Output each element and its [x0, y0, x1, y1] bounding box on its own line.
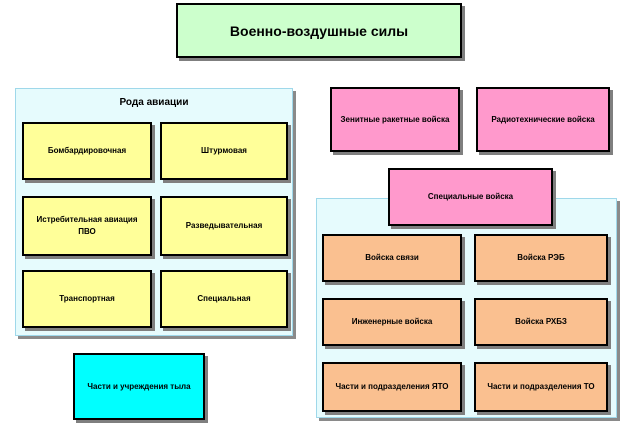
- rear-units-box: Части и учреждения тыла: [73, 353, 205, 420]
- aviation-item-label: Истребительная авиация ПВО: [36, 215, 138, 236]
- aviation-item-special: Специальная: [160, 270, 288, 328]
- aviation-item-transport: Транспортная: [22, 270, 152, 328]
- aviation-item-label: Разведывательная: [185, 221, 263, 230]
- radiotech-troops-label: Радиотехнические войска: [491, 114, 595, 124]
- radiotech-troops-box: Радиотехнические войска: [476, 87, 610, 152]
- special-item-label: Войска РХБЗ: [515, 317, 567, 326]
- title-box: Военно-воздушные силы: [176, 3, 462, 58]
- rocket-troops-label: Зенитные ракетные войска: [340, 114, 450, 124]
- aviation-item-fighter: Истребительная авиация ПВО: [22, 196, 152, 256]
- aviation-item-label: Специальная: [197, 294, 251, 303]
- special-item-nbc: Войска РХБЗ: [474, 298, 608, 346]
- rocket-troops-box: Зенитные ракетные войска: [330, 87, 460, 152]
- aviation-item-label: Штурмовая: [201, 146, 247, 155]
- special-item-engineer: Инженерные войска: [322, 298, 462, 346]
- aviation-heading: Рода авиации: [119, 97, 189, 108]
- special-item-signal: Войска связи: [322, 234, 462, 282]
- title-label: Военно-воздушные силы: [229, 22, 409, 39]
- special-item-label: Войска РЭБ: [517, 253, 565, 262]
- aviation-item-label: Бомбардировочная: [47, 146, 127, 155]
- special-troops-box: Специальные войска: [388, 168, 553, 226]
- aviation-item-bomber: Бомбардировочная: [22, 122, 152, 180]
- special-item-label: Инженерные войска: [351, 317, 433, 326]
- aviation-item-label: Транспортная: [59, 294, 115, 303]
- special-item-label: Войска связи: [365, 253, 419, 262]
- aviation-item-assault: Штурмовая: [160, 122, 288, 180]
- special-item-label: Части и подразделения ТО: [487, 382, 595, 391]
- rear-units-label: Части и учреждения тыла: [87, 381, 191, 391]
- special-item-nuclear: Части и подразделения ЯТО: [322, 362, 462, 412]
- special-item-ew: Войска РЭБ: [474, 234, 608, 282]
- aviation-item-recon: Разведывательная: [160, 196, 288, 256]
- special-item-technical: Части и подразделения ТО: [474, 362, 608, 412]
- special-troops-heading: Специальные войска: [427, 192, 514, 201]
- special-item-label: Части и подразделения ЯТО: [335, 382, 449, 391]
